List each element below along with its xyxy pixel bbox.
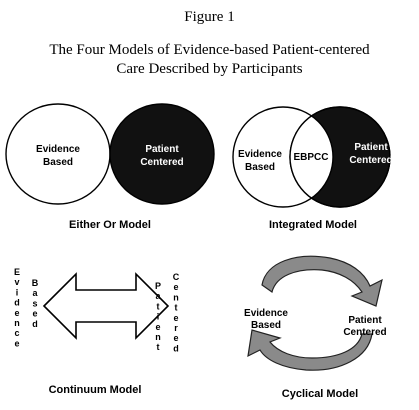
centered-vertical-label: Centered	[173, 272, 180, 353]
integrated-center-label: EBPCC	[293, 152, 328, 163]
integrated-right-label-1: Patient	[354, 142, 388, 153]
either-or-right-label-2: Centered	[140, 157, 183, 168]
figure-title-line-1: The Four Models of Evidence-based Patien…	[49, 42, 370, 58]
based-letter: B	[32, 278, 39, 288]
evidence-based-circle	[232, 106, 334, 208]
patient-letter: t	[157, 301, 160, 311]
evidence-letter: d	[14, 298, 20, 308]
cyclical-left-label-2: Based	[251, 320, 281, 331]
based-letter: a	[32, 288, 38, 298]
double-arrow	[42, 272, 170, 340]
patient-letter: t	[157, 342, 160, 352]
patient-letter: P	[155, 281, 161, 291]
integrated-left-label-1: Evidence	[238, 149, 282, 160]
evidence-letter: n	[14, 318, 20, 328]
integrated-right-label-2: Centered	[349, 155, 392, 166]
either-or-caption: Either Or Model	[69, 219, 151, 231]
patient-vertical-label: Patient	[155, 281, 162, 352]
patient-letter: i	[157, 312, 160, 322]
patient-letter: e	[155, 322, 160, 332]
centered-letter: t	[175, 303, 178, 313]
cyclical-right-label-1: Patient	[348, 315, 382, 326]
integrated-caption: Integrated Model	[269, 219, 357, 231]
continuum-model: Evidence Based Patient Centered Continuu…	[14, 267, 180, 396]
centered-letter: r	[174, 323, 178, 333]
patient-letter: a	[155, 291, 161, 301]
centered-letter: e	[173, 282, 178, 292]
cyclical-model: Evidence Based Patient Centered Cyclical…	[244, 255, 387, 400]
evidence-letter: e	[14, 338, 19, 348]
centered-letter: e	[173, 313, 178, 323]
integrated-left-label-2: Based	[245, 162, 275, 173]
based-letter: e	[32, 309, 37, 319]
centered-letter: C	[173, 272, 180, 282]
top-cycle-arrow	[261, 255, 383, 307]
integrated-model: Evidence Based EBPCC Patient Centered In…	[232, 106, 393, 231]
figure-title-line-2: Care Described by Participants	[116, 61, 303, 77]
either-or-model: Evidence Based Patient Centered Either O…	[5, 103, 215, 231]
based-letter: s	[32, 298, 37, 308]
evidence-letter: e	[14, 308, 19, 318]
either-or-left-label-2: Based	[43, 157, 73, 168]
continuum-caption: Continuum Model	[49, 384, 142, 396]
evidence-letter: i	[16, 287, 19, 297]
either-or-left-label-1: Evidence	[36, 144, 80, 155]
bottom-cycle-arrow	[247, 329, 373, 371]
centered-letter: e	[173, 333, 178, 343]
patient-centered-circle	[109, 103, 215, 205]
figure-label: Figure 1	[184, 9, 235, 25]
cyclical-right-label-2: Centered	[343, 327, 386, 338]
based-letter: d	[32, 319, 38, 329]
centered-letter: d	[173, 343, 179, 353]
cyclical-caption: Cyclical Model	[282, 388, 358, 400]
evidence-letter: v	[14, 277, 19, 287]
centered-letter: n	[173, 292, 179, 302]
overlap-region	[290, 107, 333, 207]
evidence-letter: c	[14, 328, 19, 338]
cyclical-left-label-1: Evidence	[244, 308, 288, 319]
evidence-vertical-label: Evidence	[14, 267, 20, 348]
evidence-letter: E	[14, 267, 20, 277]
patient-letter: n	[155, 332, 161, 342]
either-or-right-label-1: Patient	[145, 144, 179, 155]
based-vertical-label: Based	[32, 278, 39, 329]
